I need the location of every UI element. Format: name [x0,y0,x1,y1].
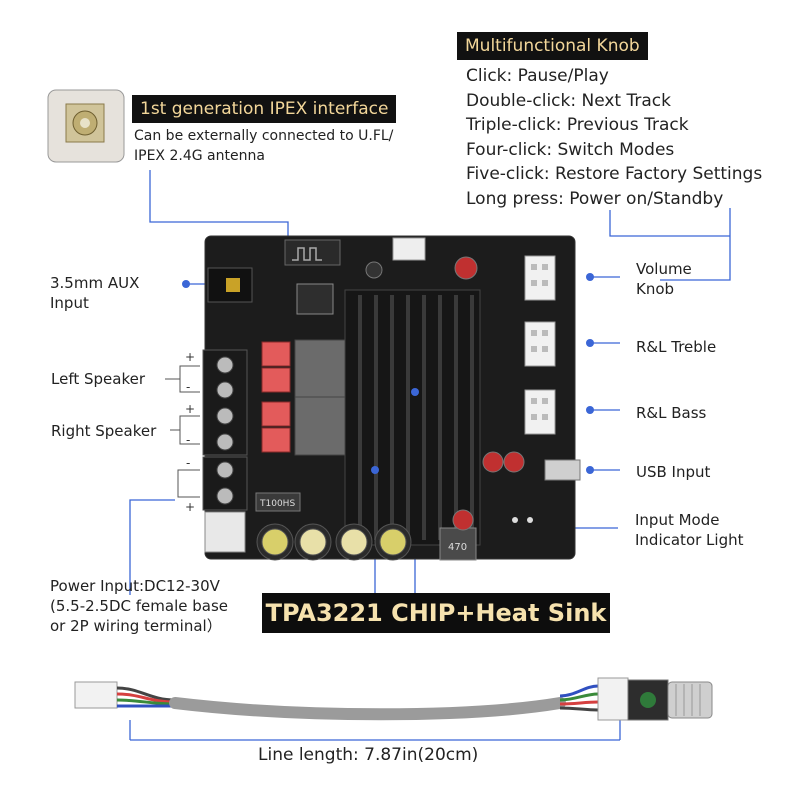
right-speaker-label: Right Speaker [51,422,157,440]
ipex-desc-line1: Can be externally connected to U.FL/ [134,128,394,144]
power-line2: (5.5-2.5DC female base [50,597,229,615]
knob-function-item: Click: Pause/Play [466,66,609,86]
knob-function-item: Triple-click: Previous Track [466,115,689,136]
line-length-label: Line length: 7.87in(20cm) [252,744,485,766]
inductor-mark: 470 [448,542,467,553]
polarity-minus: - [186,380,191,394]
knob-cap [667,681,713,719]
aux-label-line2: Input [50,294,89,312]
bass-label: R&L Bass [636,404,707,422]
indicator-light-label: Input Mode Indicator Light [635,510,744,550]
polarity-minus: - [186,456,191,470]
ipex-description: Can be externally connected to U.FL/ IPE… [134,126,393,166]
knob-function-item: Five-click: Restore Factory Settings [466,164,763,185]
cable-connector-left [74,681,118,709]
treble-label: R&L Treble [636,338,717,356]
indicator-line1: Input Mode [635,511,720,529]
left-speaker-label: Left Speaker [51,370,145,388]
knob-function-item: Double-click: Next Track [466,90,671,111]
volume-line2: Knob [636,280,675,298]
knob-function-item: Long press: Power on/Standby [466,188,724,209]
usb-input-label: USB Input [636,463,711,481]
knob-function-item: Four-click: Switch Modes [466,139,675,160]
aux-label: 3.5mm AUX Input [50,273,139,313]
ipex-desc-line2: IPEX 2.4G antenna [134,148,265,164]
polarity-minus: - [186,433,191,447]
knob-title-banner: Multifunctional Knob [457,32,648,60]
t100hs-mark: T100HS [259,499,295,509]
cable-sheath [169,697,566,721]
heat-sink [344,289,481,546]
indicator-line2: Indicator Light [635,531,744,549]
volume-knob-label: Volume Knob [636,259,692,299]
polarity-plus: + [185,500,196,514]
aux-label-line1: 3.5mm AUX [50,274,140,292]
power-line1: Power Input:DC12-30V [50,577,220,595]
power-input-label: Power Input:DC12-30V (5.5-2.5DC female b… [50,576,228,636]
chip-heat-sink-banner: TPA3221 CHIP+Heat Sink [262,593,610,633]
ipex-title-banner: 1st generation IPEX interface [132,95,397,123]
polarity-plus: + [185,350,196,364]
callout-dots [182,273,594,474]
polarity-plus: + [185,402,196,416]
knob-function-list: Click: Pause/Play Double-click: Next Tra… [466,64,762,212]
power-line3: or 2P wiring terminal） [50,617,222,635]
volume-line1: Volume [636,260,692,278]
